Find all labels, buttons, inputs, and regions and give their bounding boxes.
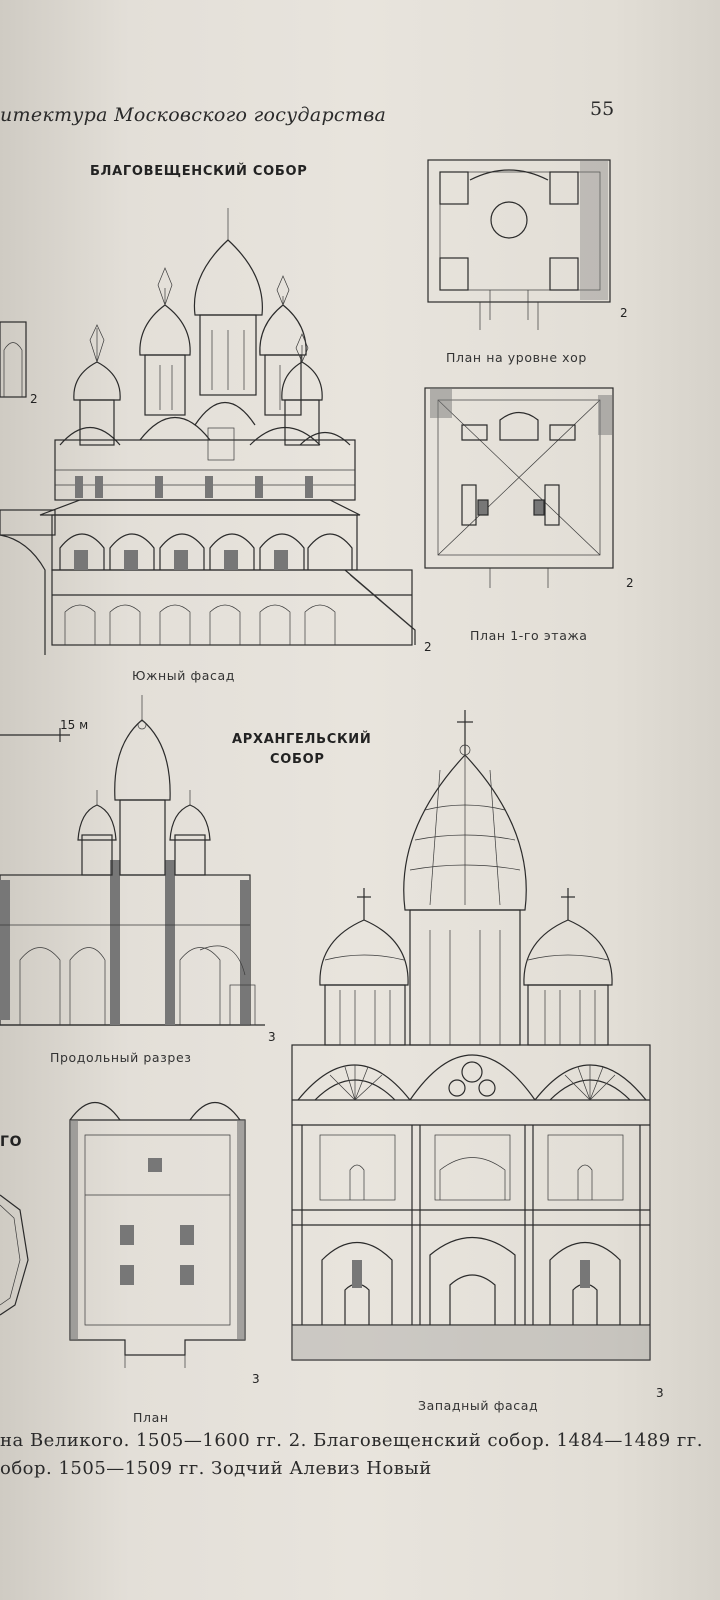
plan-first-floor-caption: План 1-го этажа — [470, 628, 588, 643]
page-number: 55 — [590, 98, 615, 120]
scale-label: 15 м — [60, 718, 89, 732]
figure-ref-number: 2 — [30, 392, 38, 406]
longitudinal-section-caption: Продольный разрез — [50, 1050, 192, 1065]
caption-line-2: обор. 1505—1509 гг. Зодчий Алевиз Новый — [0, 1458, 432, 1479]
arkhangelsky-longitudinal-section — [0, 695, 265, 1026]
caption-line-1: на Великого. 1505—1600 гг. 2. Благовещен… — [0, 1430, 703, 1451]
running-title: итектура Московского государства — [0, 104, 387, 126]
blagoveshchensky-south-facade — [39, 208, 416, 646]
blagoveshchensky-plan-first-floor — [424, 387, 614, 588]
figure-ref-number: 2 — [620, 306, 628, 320]
plan-choir-level-caption: План на уровне хор — [446, 350, 587, 365]
arkhangelsky-plan — [0, 1102, 246, 1368]
arkhangelsky-title-line2: СОБОР — [270, 752, 325, 767]
west-facade-caption: Западный фасад — [418, 1398, 539, 1413]
south-facade-caption: Южный фасад — [132, 668, 236, 683]
blagoveshchensky-plan-choir-level — [427, 159, 611, 330]
figure-ref-number: 3 — [252, 1372, 260, 1386]
left-fragment-drawing — [0, 321, 70, 742]
left-text-fragment: ГО — [0, 1134, 23, 1150]
arkhangelsky-title-line1: АРХАНГЕЛЬСКИЙ — [232, 732, 372, 747]
arkhangelsky-west-facade — [291, 710, 651, 1361]
figure-ref-number: 2 — [626, 576, 634, 590]
figure-ref-number: 2 — [424, 640, 432, 654]
plan-caption: План — [133, 1410, 169, 1425]
figure-ref-number: 3 — [656, 1386, 664, 1400]
blagoveshchensky-title: БЛАГОВЕЩЕНСКИЙ СОБОР — [90, 164, 308, 179]
figure-ref-number: 3 — [268, 1030, 276, 1044]
